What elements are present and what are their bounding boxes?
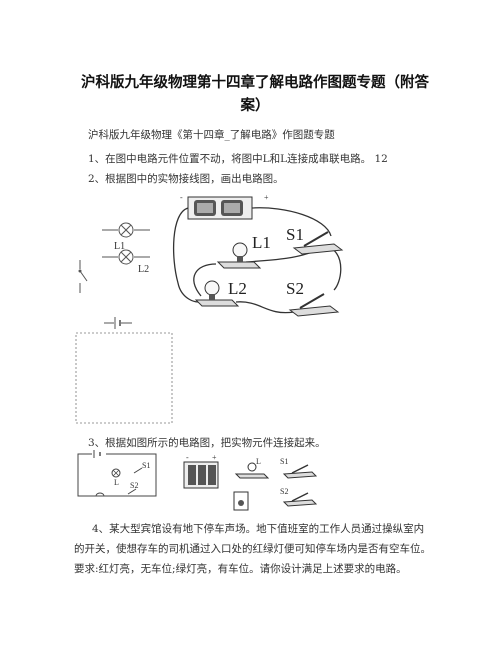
title-line-2: 案）	[240, 98, 270, 114]
lamp-l2-physical	[194, 280, 240, 307]
question-2: 2、根据图中的实物接线图，画出电路图。	[88, 173, 284, 185]
q3-switch-s2-label: S2	[280, 487, 288, 496]
document-title: 沪科版九年级物理第十四章了解电路作图题专题（附答 案）	[60, 72, 450, 118]
q3-switch-s1	[282, 464, 318, 479]
question-1: 1、在图中电路元件位置不动，将图中L和L连接成串联电路。 12	[88, 153, 388, 165]
wire-2	[251, 207, 332, 237]
document-subtitle: 沪科版九年级物理《第十四章_了解电路》作图题专题	[88, 129, 335, 141]
switch-s1-big-label: S1	[286, 225, 304, 244]
lamp-l1-big-label: L1	[252, 233, 271, 252]
switch-s1-physical	[292, 231, 344, 255]
q3-bell	[233, 491, 249, 511]
lamp-l2-symbol	[118, 249, 134, 265]
battery-symbol	[104, 317, 132, 329]
q3-switch-s2	[282, 492, 318, 507]
battery-plus-label: +	[264, 193, 269, 202]
question-4: 4、某大型宾馆设有地下停车声场。地下值班室的工作人员通过操纵室内的开关，使想存车…	[74, 519, 434, 579]
lamp-l1-label: L1	[114, 241, 125, 252]
q3-lamp-label: L	[114, 478, 119, 487]
lamp-l2-big-label: L2	[228, 279, 247, 298]
q3-s1-label: S1	[142, 461, 150, 470]
question-4-text: 4、某大型宾馆设有地下停车声场。地下值班室的工作人员通过操纵室内的开关，使想存车…	[74, 523, 431, 575]
q3-battery-plus: +	[212, 453, 217, 462]
wire-5	[193, 263, 217, 297]
wire-1	[172, 207, 207, 303]
q3-battery	[183, 461, 219, 489]
q3-lamp-physical-label: L	[256, 457, 261, 466]
q2-wiring-figure: + - L1 L2 S1 S2	[172, 193, 344, 317]
switch-symbol	[78, 260, 88, 293]
title-line-1: 沪科版九年级物理第十四章了解电路作图题专题（附答	[81, 75, 429, 91]
lamp-l1-symbol	[118, 222, 134, 238]
q3-lamp	[234, 462, 270, 479]
lamp-l1-physical	[216, 242, 262, 269]
q3-switch-s1-label: S1	[280, 457, 288, 466]
switch-s2-physical	[288, 293, 340, 317]
lamp-l2-label: L2	[138, 264, 149, 275]
q3-components: - + L S1 S2	[183, 453, 318, 511]
wire-6	[235, 301, 295, 314]
switch-s2-big-label: S2	[286, 279, 304, 298]
wire-4	[330, 247, 342, 291]
q3-s2-label: S2	[130, 481, 138, 490]
answer-box	[75, 332, 173, 424]
battery-minus-label: -	[180, 193, 183, 202]
battery-pack	[187, 196, 253, 220]
q3-schematic: L S1 S2	[77, 450, 157, 497]
q1-figure: L1 L2	[75, 222, 173, 424]
question-3: 3、根据如图所示的电路图，把实物元件连接起来。	[88, 437, 326, 449]
q3-battery-minus: -	[186, 453, 189, 462]
